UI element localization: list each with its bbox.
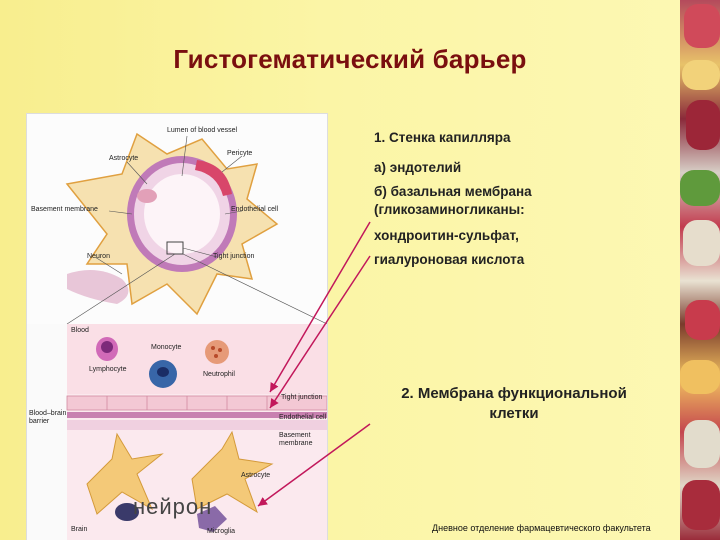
section1-item-b-detail-2: хондроитин-сульфат, [374,228,519,243]
pills-photo-strip [680,0,720,540]
label-tight-junction-bottom: Tight junction [281,394,323,401]
arrow-basement [269,255,371,409]
label-neutrophil: Neutrophil [203,371,235,378]
neuron-bottom [115,503,139,521]
microglia-shape [197,506,227,532]
label-brain: Brain [71,526,88,533]
label-bbb: Blood–brain [29,410,67,417]
bbb-diagram: Lumen of blood vessel Astrocyte Pericyte… [26,113,328,540]
pill-image [680,170,720,206]
label-neuron: Neuron [87,253,110,260]
pill-image [684,4,720,48]
label-blood: Blood [71,327,89,334]
astrocyte-bottom-shape [86,432,164,515]
bbb-diagram-graphic [27,114,327,540]
arrow-endothelium [269,221,371,393]
pill-image [684,420,720,468]
label-astrocyte: Astrocyte [109,155,139,162]
pill-image [686,100,720,150]
label-microglia: Microglia [207,528,236,535]
section1-item-b-detail-3: гиалуроновая кислота [374,252,525,267]
pill-image [682,60,720,90]
astrocyte-bottom-shape-2 [191,430,274,514]
pericyte [195,160,232,196]
pill-image [680,360,720,394]
section1-heading: 1. Стенка капилляра [374,130,511,145]
neuron-overlay-label: нейрон [133,494,213,519]
label-lumen: Lumen of blood vessel [167,127,238,134]
label-endothelial-cell: Endothelial cell [231,206,279,213]
endothelial-nucleus [137,189,157,203]
section2-line1: 2. Мембрана функциональной [401,385,627,402]
neuron-shape [67,270,129,304]
label-endothelial-bottom: Endothelial cell [279,414,327,421]
section2-line2: клетки [489,405,539,422]
footer-text: Дневное отделение фармацевтического факу… [432,523,651,533]
label-pericyte: Pericyte [227,150,253,157]
section1-item-a: а) эндотелий [374,160,462,175]
section-cell-membrane: 2. Мембрана функциональной клетки [374,384,654,424]
pill-image [685,300,720,340]
section1-item-b: б) базальная мембрана [374,184,532,199]
neutrophil-cell [205,340,229,364]
label-astrocyte-bottom: Astrocyte [241,472,271,479]
label-basement-bottom: Basement [279,432,311,439]
label-lymphocyte: Lymphocyte [89,366,127,373]
label-basement-membrane: Basement membrane [31,206,98,213]
label-bbb-2: barrier [29,418,50,425]
endothelial-layer [66,395,327,411]
lumen [144,174,220,254]
slide-title: Гистогематический барьер [173,44,527,74]
label-monocyte: Monocyte [151,344,182,351]
label-basement-bottom-2: membrane [279,440,313,447]
section1-item-b-detail: (гликозаминогликаны: [374,202,525,217]
pill-image [682,480,720,530]
arrow-cell-membrane [257,423,371,507]
pill-image [683,220,720,266]
basement-layer [67,412,327,418]
label-tight-junction: Tight junction [213,253,255,260]
